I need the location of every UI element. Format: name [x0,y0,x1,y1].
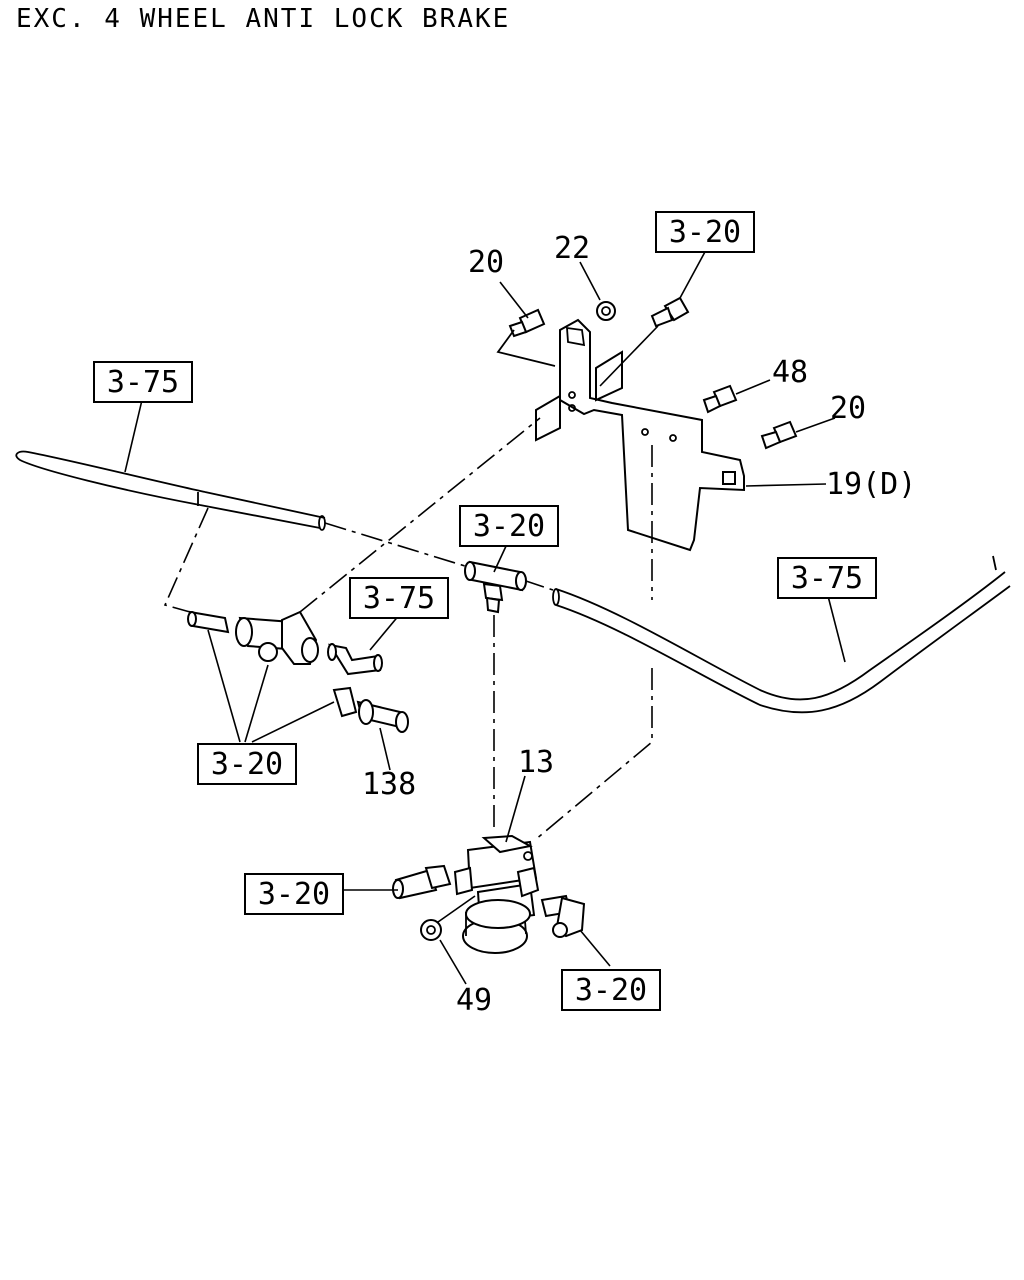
ref-label: 3-75 [107,365,179,400]
nut-22 [596,301,616,321]
brake-pipe-right [522,555,1011,714]
ref-box-3-20-lower-right: 3-20 [561,969,661,1011]
elbow-fitting-left [392,864,452,900]
bolt-20-left [496,308,556,367]
elbow-fitting-right [540,894,586,938]
ref-box-3-75-left: 3-75 [93,361,193,403]
part-number-20-left: 20 [468,245,504,280]
ref-label: 3-20 [473,509,545,544]
ref-label: 3-75 [791,561,863,596]
pipe-link-left [163,507,209,613]
part-number-19d: 19(D) [826,467,916,502]
bracket-tab-lower [535,394,561,442]
mounting-bracket [559,318,745,552]
bolt-48 [702,384,738,414]
ref-label: 3-75 [363,581,435,616]
part-number-49: 49 [456,983,492,1018]
ref-label: 3-20 [669,215,741,250]
part-number-22: 22 [554,231,590,266]
bolt-20-right [760,420,798,450]
ref-box-3-75-right: 3-75 [777,557,877,599]
diagram-title: EXC. 4 WHEEL ANTI LOCK BRAKE [16,4,511,34]
ref-label: 3-20 [211,747,283,782]
part-number-13: 13 [518,745,554,780]
ref-label: 3-20 [575,973,647,1008]
valve-13 [453,834,540,954]
tee-fitting [464,560,527,614]
part-number-20-right: 20 [830,391,866,426]
pipe-link-bracket [299,417,541,613]
bolt-top-right [599,296,690,387]
ref-box-3-20-lower-left: 3-20 [244,873,344,915]
nut-49 [420,895,476,941]
ref-box-3-20-top: 3-20 [655,211,755,253]
part-number-48: 48 [772,355,808,390]
brake-pipe-left [15,450,466,567]
connector-cluster [187,610,409,733]
part-number-138: 138 [362,767,416,802]
leader-lines [124,249,846,985]
ref-box-3-20-cluster: 3-20 [197,743,297,785]
ref-box-3-75-mid: 3-75 [349,577,449,619]
ref-label: 3-20 [258,877,330,912]
ref-box-3-20-tee: 3-20 [459,505,559,547]
